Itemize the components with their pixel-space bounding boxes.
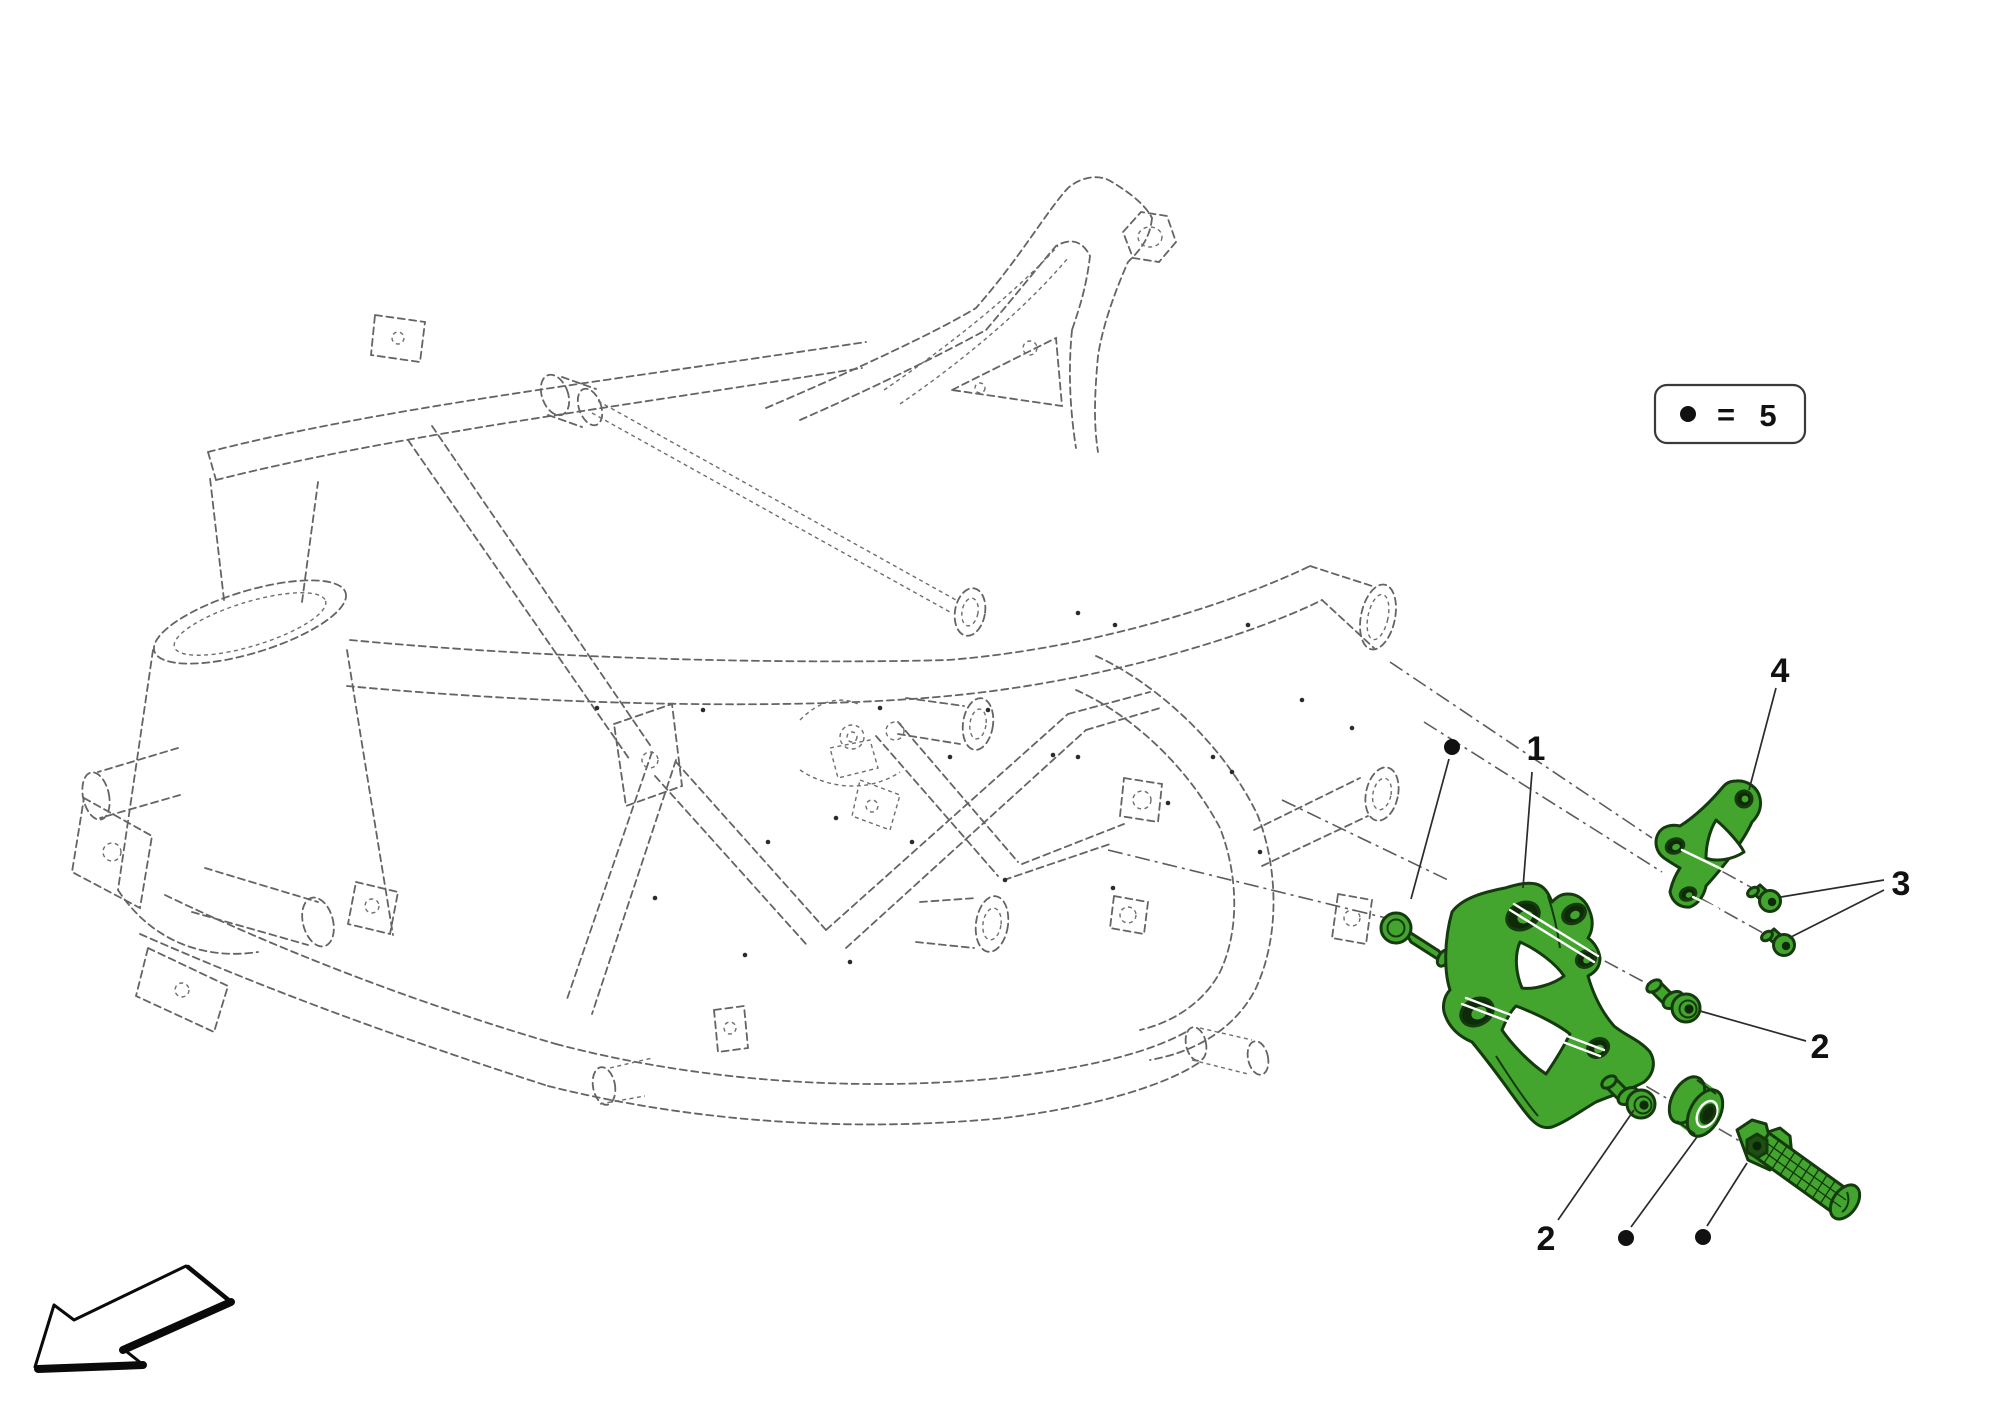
filled-dot-icon: [1618, 1230, 1634, 1246]
callout-leader-lines: [1410, 687, 1885, 1228]
legend-quantity: 5: [1759, 398, 1776, 433]
footpeg: [1735, 1118, 1862, 1221]
callout-2-lower-label: 2: [1537, 1220, 1556, 1258]
part-1-footrest-bracket: [1442, 881, 1655, 1130]
assembly-center-lines: [1107, 661, 1773, 1151]
callout-3-label: 3: [1892, 865, 1911, 903]
flange-bolt: [1379, 911, 1453, 968]
motorcycle-frame-drawing: [71, 176, 1400, 1126]
legend-equals: =: [1717, 397, 1735, 432]
highlighted-parts: [1379, 779, 1862, 1221]
callout-4-label: 4: [1771, 652, 1790, 690]
part-2-socket-screw-upper: [1645, 978, 1702, 1024]
spacer-bushing: [1667, 1075, 1725, 1138]
callout-2-upper-label: 2: [1811, 1028, 1830, 1066]
filled-dot-icon: [1680, 406, 1696, 422]
part-3-button-screws: [1746, 883, 1796, 957]
filled-dot-icon: [1695, 1229, 1711, 1245]
stipple-dots: [594, 610, 1355, 965]
front-direction-arrow-icon: [33, 1264, 235, 1373]
callout-1-label: 1: [1527, 730, 1546, 768]
part-4-heel-guard-bracket: [1654, 779, 1762, 911]
quantity-legend: = 5: [1653, 383, 1807, 445]
legend-box: [1653, 383, 1807, 445]
knurl-texture: [1758, 1139, 1847, 1208]
quantity-dot-markers: [1444, 739, 1711, 1246]
filled-dot-icon: [1444, 739, 1460, 755]
callout-labels: 1 4 3 2 2: [1527, 652, 1911, 1258]
